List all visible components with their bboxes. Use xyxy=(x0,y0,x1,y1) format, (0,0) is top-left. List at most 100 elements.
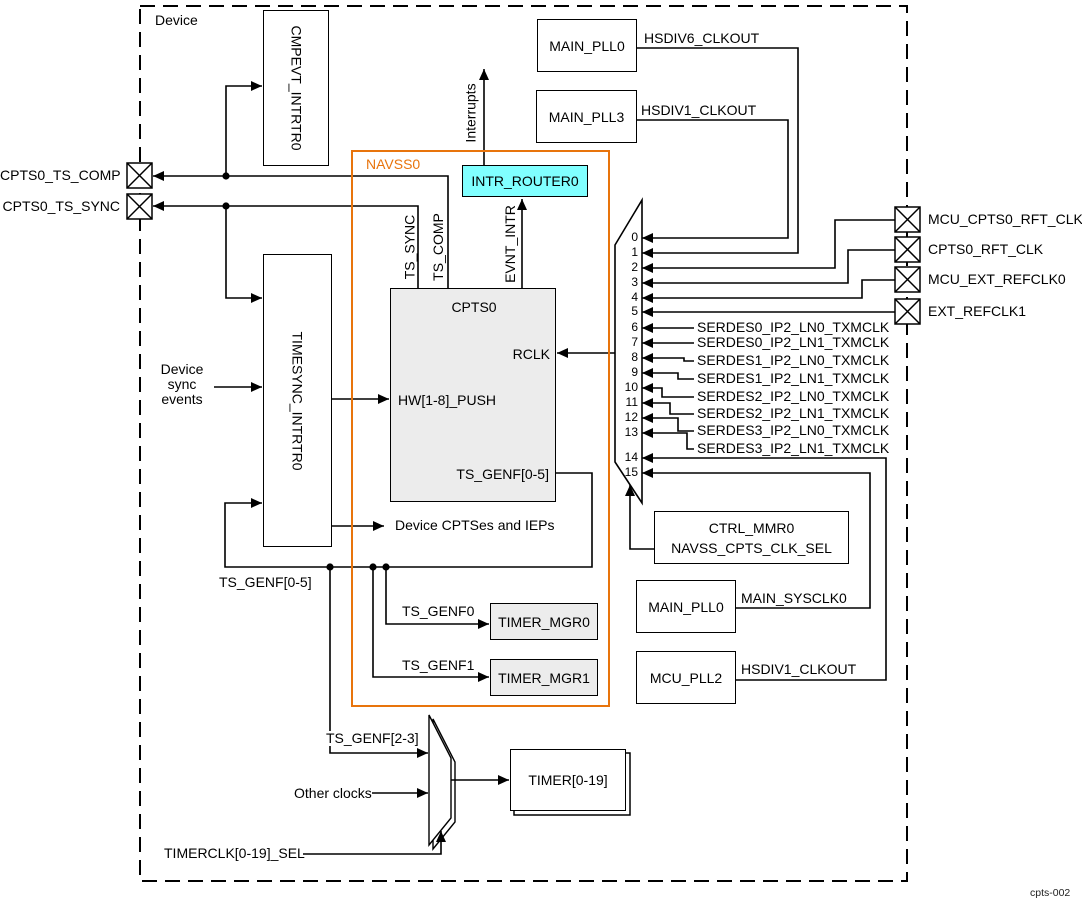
mux-input-15: 15 xyxy=(624,465,638,479)
pin-cpts0-ts-sync xyxy=(126,193,153,220)
block-main-pll3: MAIN_PLL3 xyxy=(536,90,637,143)
mcu-pll2-label: MCU_PLL2 xyxy=(649,669,723,686)
mux-input-8: 8 xyxy=(631,350,638,364)
wire-mcu-ext-refclk0-to-mux4 xyxy=(642,279,895,303)
block-mcu-pll2: MCU_PLL2 xyxy=(636,651,736,704)
ctrl-mmr0-label: CTRL_MMR0 xyxy=(708,519,795,536)
pin-mcu-cpts0-rft-clk xyxy=(894,206,921,233)
wire-serdes3-ln0-to-mux12 xyxy=(642,413,694,432)
navss-cpts-clk-sel-label: NAVSS_CPTS_CLK_SEL xyxy=(671,539,832,556)
timer-label: TIMER[0-19] xyxy=(528,772,608,788)
ts-genf1-label: TS_GENF1 xyxy=(402,657,475,673)
mux-input-9: 9 xyxy=(631,365,638,379)
boundary-pins xyxy=(126,162,921,325)
mux-input-0: 0 xyxy=(631,230,638,244)
mux-input-12: 12 xyxy=(624,410,638,424)
intr-router0-label: INTR_ROUTER0 xyxy=(471,173,579,189)
navss0-region: NAVSS0 xyxy=(351,150,610,707)
wire-to-timesync xyxy=(225,206,262,303)
block-timer-mgr0: TIMER_MGR0 xyxy=(490,603,598,640)
wire-mcu-pll2-to-mux14 xyxy=(642,453,887,681)
wire-serdes2-ln1-to-mux11 xyxy=(642,398,694,415)
serdes2-ln0-label: SERDES2_IP2_LN0_TXMCLK xyxy=(697,388,890,404)
cpts0-port-hw-push: HW[1-8]_PUSH xyxy=(398,392,497,408)
ts-sync-label: TS_SYNC xyxy=(401,214,418,279)
block-timesync-intrtr0: TIMESYNC_INTRTR0 xyxy=(263,254,332,547)
wire-ts-sync xyxy=(153,201,419,288)
device-label: Device xyxy=(155,12,198,28)
block-timer: TIMER[0-19] xyxy=(510,749,626,811)
wire-ts-genf-main xyxy=(224,472,593,568)
wire-ts-genf0 xyxy=(385,567,489,629)
serdes2-ln1-label: SERDES2_IP2_LN1_TXMCLK xyxy=(697,405,890,421)
serdes1-ln0-label: SERDES1_IP2_LN0_TXMCLK xyxy=(697,352,890,368)
interrupts-annotation: Interrupts xyxy=(459,75,483,150)
wires xyxy=(153,47,895,855)
navss0-label: NAVSS0 xyxy=(366,156,421,172)
serdes1-ln1-label: SERDES1_IP2_LN1_TXMCLK xyxy=(697,370,890,386)
cpts0-title: CPTS0 xyxy=(451,299,497,315)
mcu-ext-refclk0-label: MCU_EXT_REFCLK0 xyxy=(928,271,1066,287)
mux-input-4: 4 xyxy=(631,290,638,304)
mcu-cpts0-rft-clk-label: MCU_CPTS0_RFT_CLK xyxy=(928,211,1082,227)
wire-main-sysclk0-to-mux15 xyxy=(642,468,871,609)
block-main-pll0-bottom: MAIN_PLL0 xyxy=(636,580,736,633)
hsdiv1-clkout-pll3-label: HSDIV1_CLKOUT xyxy=(641,102,757,118)
interrupts-label: Interrupts xyxy=(463,82,480,143)
timer-clock-mux xyxy=(428,714,456,851)
serdes3-ln0-label: SERDES3_IP2_LN0_TXMCLK xyxy=(697,422,890,438)
timesync-intrtr0-label: TIMESYNC_INTRTR0 xyxy=(289,331,306,470)
ts-comp-label: TS_COMP xyxy=(430,212,446,281)
cpts0-rft-clk-label: CPTS0_RFT_CLK xyxy=(928,241,1044,257)
serdes0-ln0-label: SERDES0_IP2_LN0_TXMCLK xyxy=(697,319,890,335)
main-pll3-label: MAIN_PLL3 xyxy=(548,108,625,125)
wire-cpts0-rft-to-mux3 xyxy=(642,249,895,288)
wire-serdes2-ln0-to-mux10 xyxy=(642,383,694,398)
mux-input-1: 1 xyxy=(631,245,638,259)
hsdiv1-clkout-mcu-label: HSDIV1_CLKOUT xyxy=(741,661,857,677)
mux-input-10: 10 xyxy=(624,380,638,394)
wire-timerclk-sel xyxy=(303,831,446,855)
block-intr-router0: INTR_ROUTER0 xyxy=(462,165,588,197)
wire-ts-genf23 xyxy=(329,567,428,758)
ext-refclk1-label: EXT_REFCLK1 xyxy=(928,303,1027,319)
cmpevt-intrtr0-label: CMPEVT_INTRTR0 xyxy=(288,25,305,151)
mux-input-11: 11 xyxy=(625,395,638,409)
wire-pll3-to-mux0 xyxy=(637,119,789,243)
mux-input-14: 14 xyxy=(624,450,638,464)
main-pll0-bottom-label: MAIN_PLL0 xyxy=(648,598,724,615)
wire-serdes1-ln0-to-mux8 xyxy=(642,353,694,363)
device-sync-events-label: Device sync events xyxy=(152,362,212,407)
wire-serdes3-ln1-to-mux13 xyxy=(642,428,694,450)
ts-sync-annotation: TS_SYNC xyxy=(397,206,421,287)
timer-mgr1-label: TIMER_MGR1 xyxy=(498,669,590,686)
ts-genf-2-3-label: TS_GENF[2-3] xyxy=(324,730,421,746)
block-cmpevt-intrtr0: CMPEVT_INTRTR0 xyxy=(263,10,329,166)
wire-ts-comp xyxy=(153,171,449,288)
mux-input-6: 6 xyxy=(631,320,638,334)
serdes0-ln1-label: SERDES0_IP2_LN1_TXMCLK xyxy=(697,334,890,350)
serdes3-ln1-label: SERDES3_IP2_LN1_TXMCLK xyxy=(697,440,890,456)
evnt-intr-annotation: EVNT_INTR xyxy=(498,200,522,287)
wire-serdes1-ln1-to-mux9 xyxy=(642,368,694,380)
cpts0-port-ts-genf: TS_GENF[0-5] xyxy=(456,466,549,482)
ts-genf-0-5-label: TS_GENF[0-5] xyxy=(219,574,312,590)
cpts0-port-rclk: RCLK xyxy=(512,346,550,362)
wire-pll0-to-mux1 xyxy=(637,47,799,258)
wire-to-cmpevt xyxy=(225,81,262,176)
pin-cpts0-ts-comp xyxy=(126,162,153,189)
pin-mcu-ext-refclk0 xyxy=(894,266,921,293)
device-sync-events-line1: Device xyxy=(160,361,204,377)
figure-code: cpts-002 xyxy=(1030,887,1071,899)
ts-genf0-label: TS_GENF0 xyxy=(402,603,475,619)
wire-mcu-cpts0-rft-to-mux2 xyxy=(642,219,895,273)
mux-input-5: 5 xyxy=(631,304,638,318)
ts-comp-annotation: TS_COMP xyxy=(426,206,450,287)
timer-mgr0-label: TIMER_MGR0 xyxy=(498,613,590,630)
main-pll0-top-label: MAIN_PLL0 xyxy=(549,37,625,54)
device-boundary xyxy=(139,5,908,882)
main-sysclk0-label: MAIN_SYSCLK0 xyxy=(741,590,847,606)
cpts0-ts-comp-label: CPTS0_TS_COMP xyxy=(0,167,121,183)
mux-input-7: 7 xyxy=(631,335,638,349)
block-timer-mgr1: TIMER_MGR1 xyxy=(490,659,598,696)
